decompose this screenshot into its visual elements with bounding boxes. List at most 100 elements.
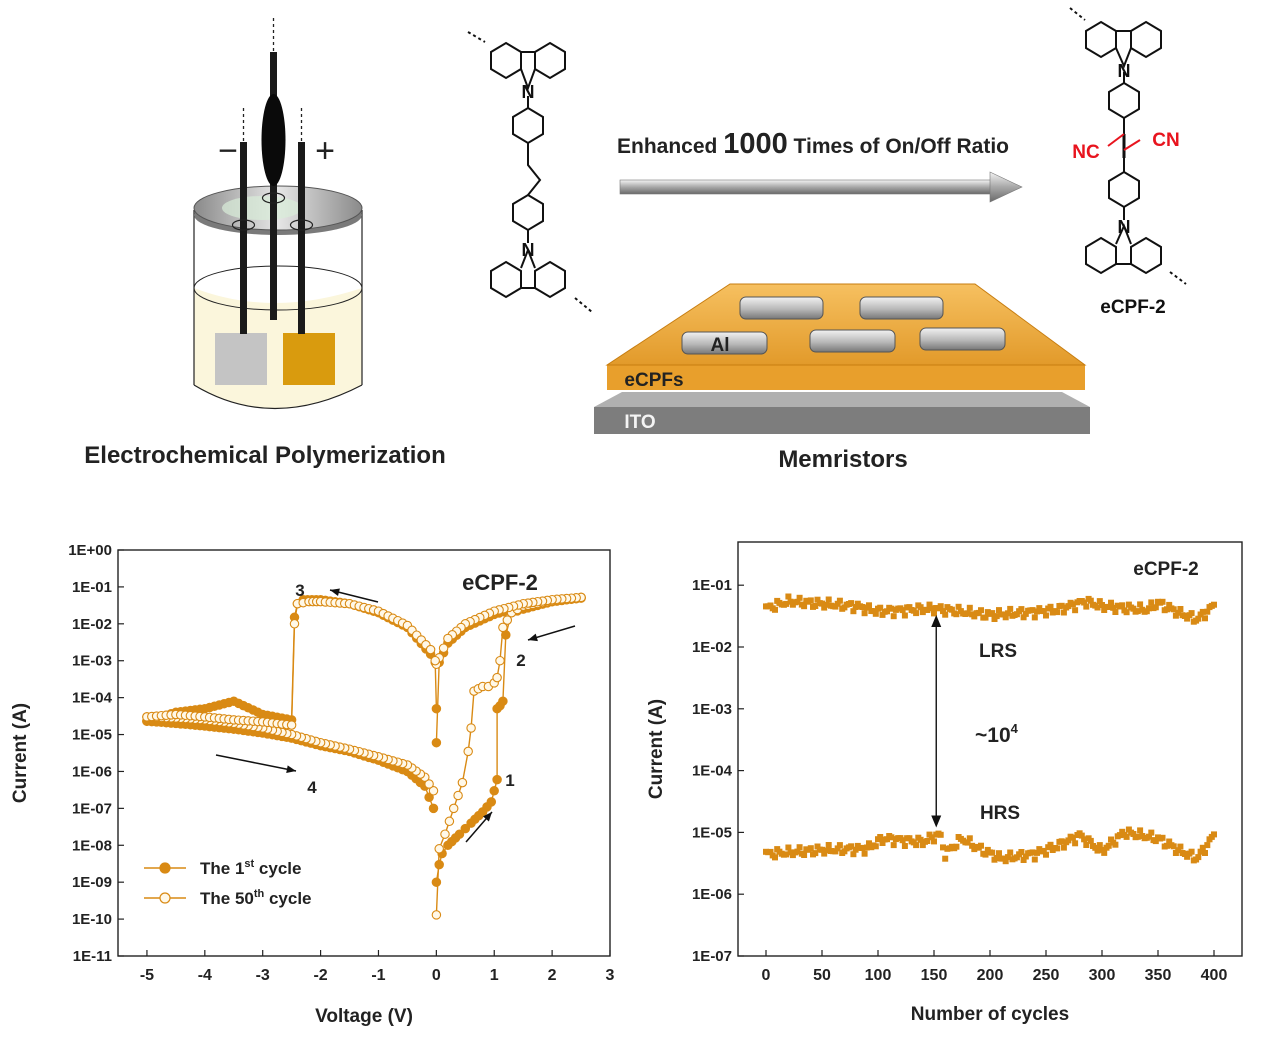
point-hrs [1096,842,1103,849]
point-hrs [1058,838,1065,845]
point-hrs [1146,833,1152,840]
point-50th-cycle [431,910,442,920]
point-lrs [1110,604,1117,611]
point-50th-cycle [463,746,473,757]
point-lrs [884,608,890,615]
point-hrs [964,839,971,846]
x-tick-label: -5 [140,967,154,984]
annotation-label: 2 [516,651,525,670]
electrochemical-cell: − + Electrochemical Polymerization [84,18,446,469]
point-lrs [940,608,946,615]
x-tick-label: -1 [371,967,385,984]
product-carbazole-top-ring-right [1130,20,1162,59]
product-carbazole-top-ring-left [1085,20,1117,59]
ratio-arrow-head-top [931,614,942,627]
point-lrs [823,601,830,608]
point-lrs [1040,608,1047,615]
point-1st-cycle [428,803,439,814]
point-lrs [890,613,897,620]
point-lrs [1195,615,1202,622]
point-lrs [964,610,971,617]
y-axis-label: Current (A) [10,703,31,803]
annotation-arrow-head [528,633,538,642]
x-tick-label: 400 [1201,967,1228,984]
nc-label: NC [1072,142,1100,163]
legend-label: The 50th cycle [200,888,312,908]
point-lrs [901,612,908,619]
y-tick-label: 1E-02 [692,639,732,656]
point-50th-cycle [444,816,455,827]
y-tick-label: 1E-02 [72,616,112,633]
phenyl-bottom [512,193,544,232]
y-tick-label: 1E-01 [72,579,112,596]
point-1st-cycle [460,823,471,834]
hrs-label: HRS [980,803,1020,824]
point-1st-cycle [431,703,442,714]
product-name: eCPF-2 [1100,297,1165,318]
point-hrs [1125,826,1132,833]
point-lrs [1094,604,1101,611]
point-lrs [1204,608,1211,615]
y-tick-label: 1E+00 [68,542,112,559]
y-tick-label: 1E-04 [72,690,113,707]
x-tick-label: 2 [548,967,557,984]
point-lrs [819,600,825,607]
point-hrs [796,844,803,851]
legend-marker [159,892,171,904]
point-lrs [1047,603,1054,610]
annotation-arrow-head [286,765,296,773]
point-lrs [937,603,944,610]
point-lrs [1188,610,1195,617]
point-lrs [1004,610,1011,617]
point-hrs [982,851,989,858]
point-50th-cycle [428,786,439,796]
point-lrs [982,614,989,621]
point-hrs [863,844,870,851]
point-lrs [942,611,949,618]
point-lrs [1170,606,1177,613]
point-lrs [1123,609,1130,616]
point-hrs [859,845,866,851]
al-label: Al [711,335,730,356]
point-lrs [955,603,962,610]
y-tick-label: 1E-03 [72,653,112,670]
reaction-arrow-head [989,171,1023,203]
point-lrs [926,601,933,608]
point-50th-cycle [498,622,508,633]
arrow-text-a: Enhanced [617,135,723,158]
point-lrs [1119,602,1126,609]
legend-label: The 1st cycle [200,858,301,878]
point-1st-cycle [492,774,502,785]
point-lrs [1069,601,1076,608]
point-lrs [1087,597,1094,604]
point-hrs [1034,849,1040,856]
sign-minus: − [218,132,238,170]
film-layer-top [605,283,1087,366]
point-hrs [1199,844,1206,851]
y-tick-label: 1E-05 [692,824,732,841]
point-hrs [890,842,897,849]
point-lrs [772,606,778,613]
point-50th-cycle [448,803,459,814]
y-tick-label: 1E-06 [692,886,732,903]
point-lrs [928,605,935,612]
point-lrs [1105,604,1112,610]
point-hrs [861,850,868,857]
point-lrs [1020,614,1027,621]
x-tick-label: 100 [865,967,892,984]
chart-title: eCPF-2 [462,570,538,595]
x-axis-label: Number of cycles [911,1004,1069,1025]
point-50th-cycle [440,829,450,839]
point-hrs [1166,838,1173,845]
point-lrs [1034,608,1040,615]
legend-label-sup: th [254,888,265,900]
x-tick-label: 150 [921,967,948,984]
point-1st-cycle [486,797,497,807]
point-hrs [1204,842,1211,849]
arrow-text-c: Times of On/Off Ratio [788,135,1009,158]
phenyl-top [512,106,544,145]
point-lrs [1083,603,1090,610]
point-hrs [906,835,913,842]
point-lrs [948,606,955,613]
